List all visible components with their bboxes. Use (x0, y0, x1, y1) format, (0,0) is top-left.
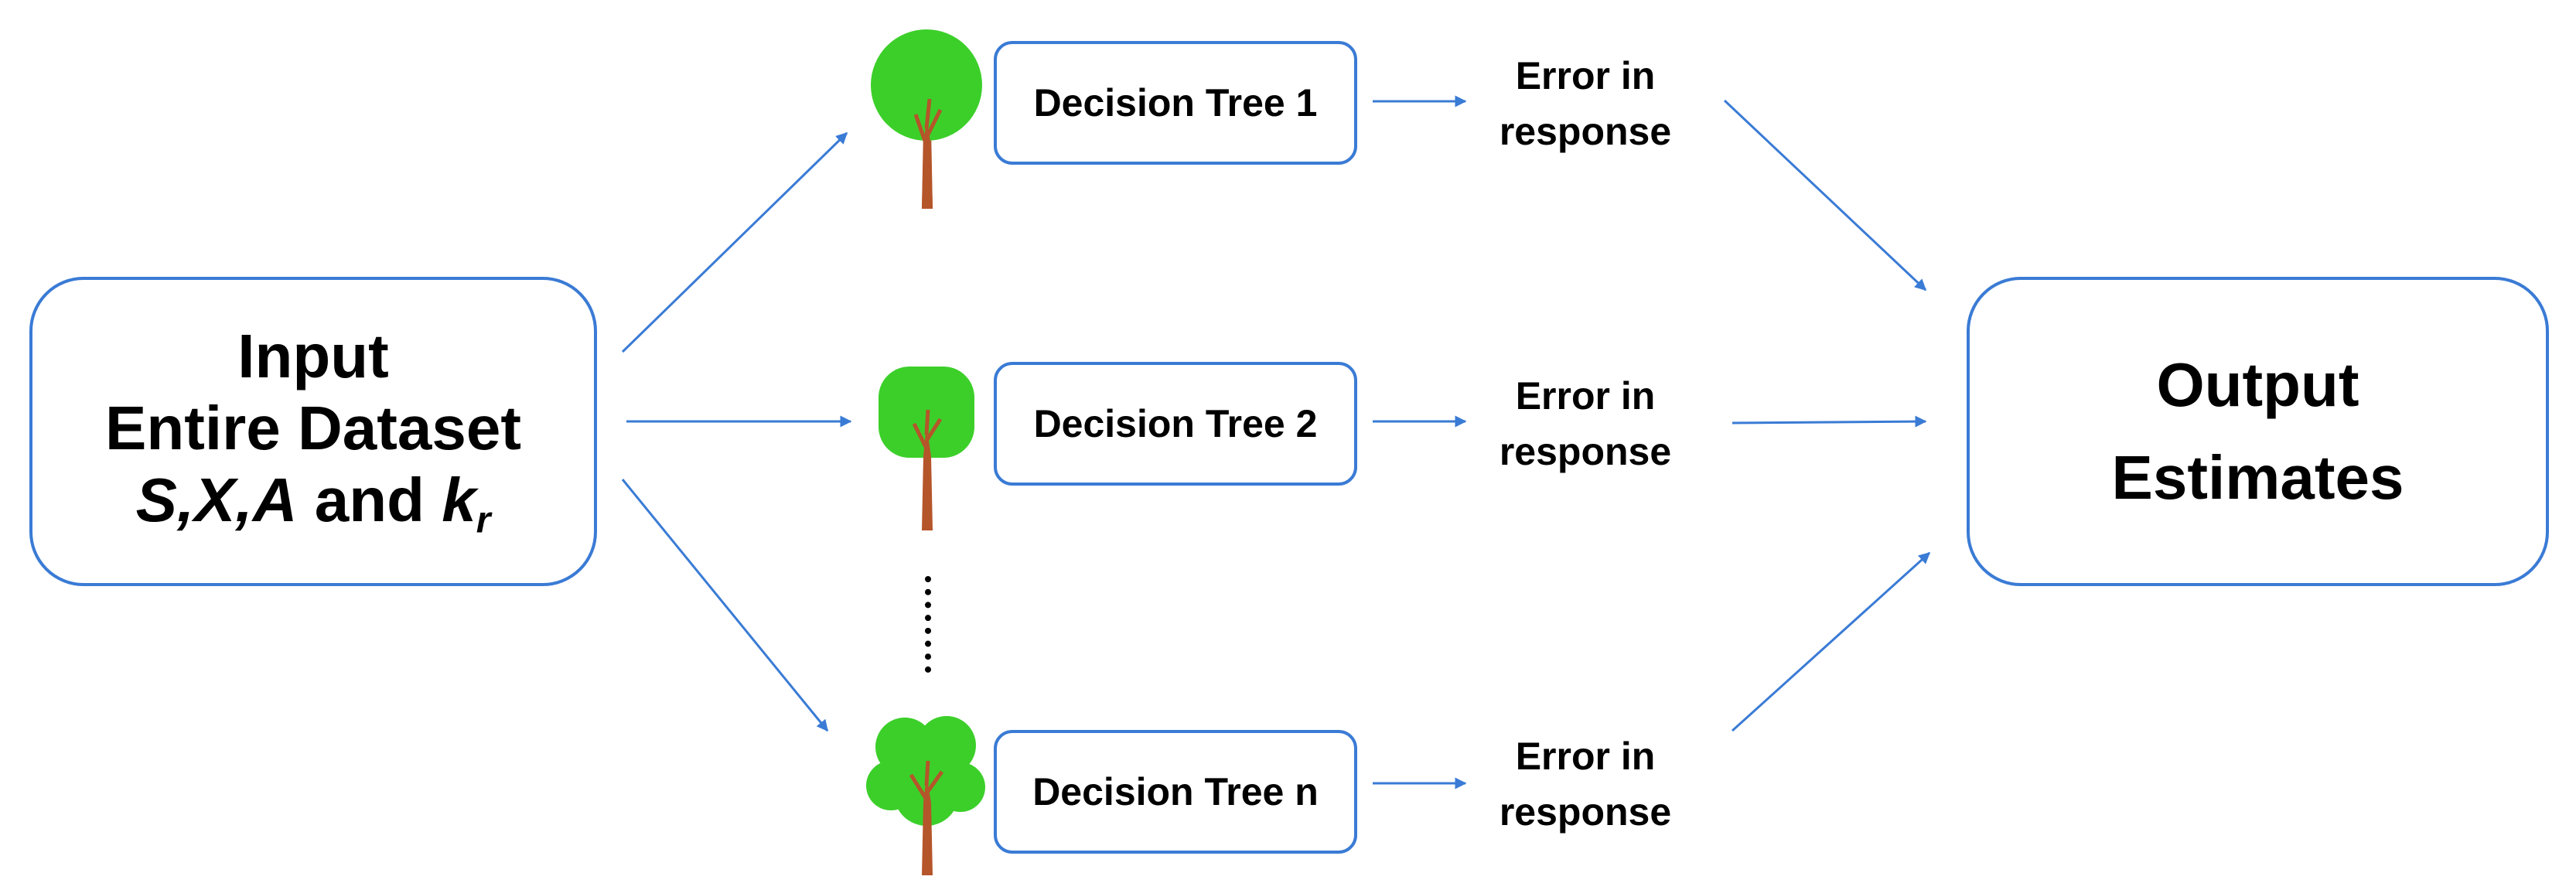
output-estimates-label: Estimates (2111, 443, 2404, 512)
input-dataset-label: Entire Dataset (105, 393, 521, 462)
error-label-line1: Error in (1515, 54, 1656, 97)
input-variables-list: S,X,A (135, 465, 298, 534)
input-title: Input (237, 322, 389, 391)
input-k-symbol: k (442, 465, 476, 534)
input-variables: S,X,A and kr (136, 465, 491, 542)
output-title: Output (2156, 350, 2359, 419)
decision-tree-label-2: Decision Tree 2 (1033, 402, 1318, 445)
decision-tree-label-n: Decision Tree n (1032, 770, 1319, 813)
decision-tree-box-2: Decision Tree 2 (994, 362, 1357, 486)
error-label-line2: response (1499, 430, 1672, 473)
tree-icon (871, 29, 982, 209)
error-label-2: Error in response (1458, 368, 1713, 479)
input-box: Input Entire Dataset S,X,A and kr (29, 277, 597, 586)
tree-icon (866, 716, 985, 875)
vertical-ellipsis-icon (925, 576, 931, 673)
decision-tree-box-n: Decision Tree n (994, 730, 1357, 854)
error-label-line1: Error in (1515, 735, 1656, 778)
decision-tree-label-1: Decision Tree 1 (1033, 81, 1318, 124)
arrow-error-2-to-output (1732, 415, 1927, 428)
output-box: Output Estimates (1967, 277, 2549, 586)
decision-tree-box-1: Decision Tree 1 (994, 41, 1357, 165)
arrow-error-1-to-output (1723, 99, 1927, 292)
tree-icon (879, 367, 974, 530)
input-and-word: and (314, 465, 425, 534)
error-label-line2: response (1499, 790, 1672, 834)
error-label-n: Error in response (1458, 728, 1713, 840)
error-label-line2: response (1499, 110, 1672, 153)
error-label-1: Error in response (1458, 48, 1713, 159)
arrow-input-to-tree-1 (621, 131, 848, 353)
input-k-subscript: r (476, 500, 491, 541)
arrow-input-to-tree-n (621, 479, 829, 732)
error-label-line1: Error in (1515, 374, 1656, 418)
arrow-error-n-to-output (1731, 551, 1931, 732)
